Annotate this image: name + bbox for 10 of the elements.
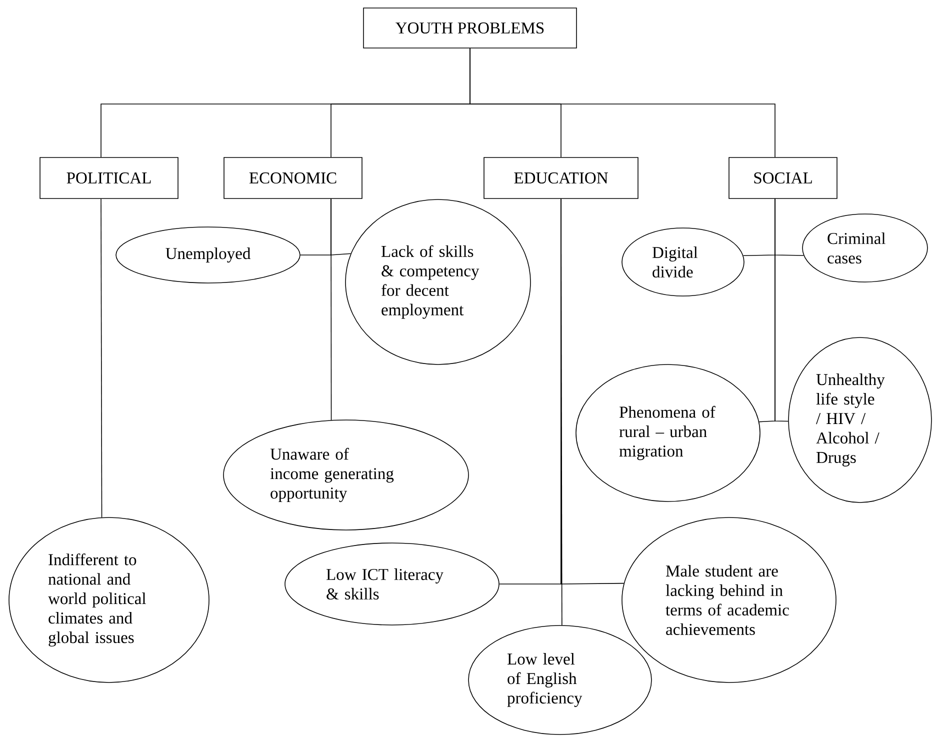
- connector-line: [774, 198, 788, 422]
- connector-line: [470, 48, 776, 158]
- category-box: ECONOMIC: [224, 157, 362, 199]
- connector-line: [100, 198, 102, 518]
- category-box: SOCIAL: [728, 157, 838, 199]
- title-box: YOUTH PROBLEMS: [363, 8, 577, 48]
- connector-line: [560, 198, 562, 626]
- connector-line: [330, 198, 332, 420]
- category-box: POLITICAL: [40, 157, 178, 199]
- category-box: EDUCATION: [484, 157, 638, 199]
